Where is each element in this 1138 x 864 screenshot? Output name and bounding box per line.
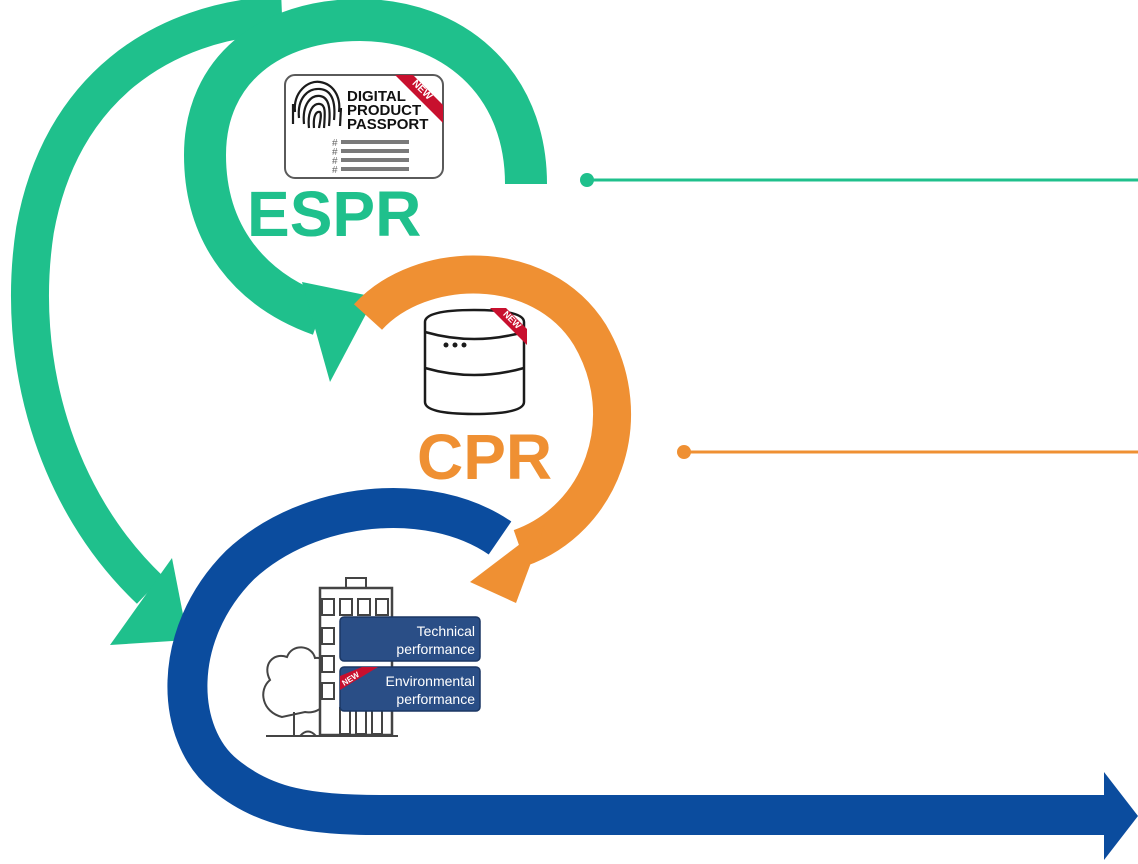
espr-outer-arrow <box>11 0 283 645</box>
building-arrow <box>167 488 1138 860</box>
environmental-performance-line-1: Environmental <box>386 673 476 689</box>
technical-performance-tag: Technical performance <box>339 616 481 662</box>
cpr-connector-line <box>677 445 1138 459</box>
svg-text:#: # <box>332 138 338 149</box>
fingerprint-icon <box>291 80 343 129</box>
environmental-performance-tag: NEW Environmental performance <box>339 666 481 712</box>
svg-text:#: # <box>332 165 338 176</box>
passport-line-1: DIGITAL <box>347 88 406 105</box>
svg-text:#: # <box>332 147 338 158</box>
passport-line-2: PRODUCT <box>347 102 421 119</box>
cpr-loop-arrow <box>353 255 631 603</box>
passport-list-lines: # # # # <box>332 138 409 176</box>
espr-label: ESPR <box>247 178 421 250</box>
cpr-label: CPR <box>417 421 552 493</box>
svg-text:#: # <box>332 156 338 167</box>
database-icon: NEW <box>423 308 527 416</box>
environmental-performance-line-2: performance <box>396 691 475 707</box>
digital-product-passport-card: DIGITAL PRODUCT PASSPORT # # # # NEW <box>284 74 444 179</box>
passport-line-3: PASSPORT <box>347 116 428 133</box>
espr-connector-line <box>580 173 1138 187</box>
espr-inner-arrow <box>183 0 547 382</box>
technical-performance-line-1: Technical <box>417 623 475 639</box>
technical-performance-line-2: performance <box>396 641 475 657</box>
